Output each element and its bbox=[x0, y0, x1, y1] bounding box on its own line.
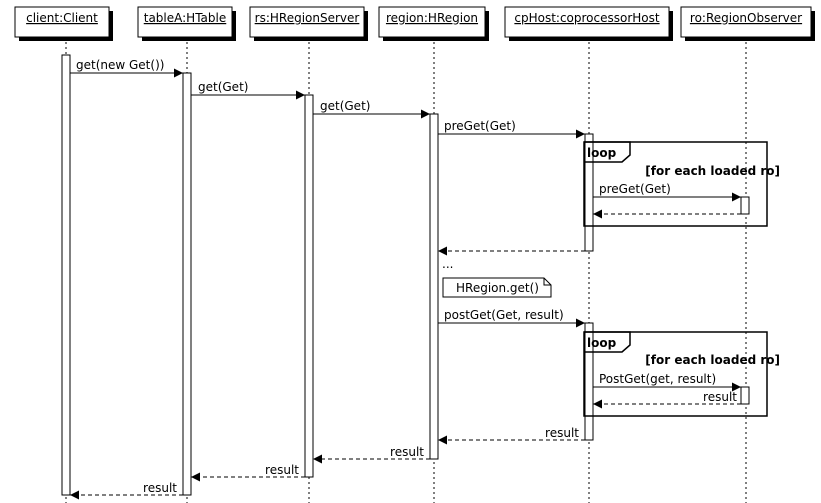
participant-label-client: client:Client bbox=[26, 11, 98, 25]
message-labels: get(new Get()) get(Get) get(Get) preGet(… bbox=[76, 58, 737, 495]
message-label: get(Get) bbox=[320, 99, 370, 113]
participant-ro: ro:RegionObserver bbox=[680, 6, 815, 41]
participant-label-tableA: tableA:HTable bbox=[144, 11, 227, 25]
participant-cpHost: cpHost:coprocessorHost bbox=[504, 6, 673, 41]
loop-fragment-2: loop [for each loaded ro] bbox=[583, 331, 780, 417]
loop-guard: [for each loaded ro] bbox=[645, 164, 780, 178]
return-label: result bbox=[545, 426, 579, 440]
activation-region bbox=[429, 113, 439, 460]
loop-keyword: loop bbox=[587, 146, 617, 160]
message-label: get(new Get()) bbox=[76, 58, 164, 72]
message-label: get(Get) bbox=[198, 80, 248, 94]
participant-rs: rs:HRegionServer bbox=[249, 6, 368, 41]
activation-tableA bbox=[182, 72, 192, 496]
activation-cpHost-2 bbox=[584, 322, 594, 441]
participant-label-region: region:HRegion bbox=[386, 11, 478, 25]
participant-label-rs: rs:HRegionServer bbox=[255, 11, 360, 25]
message-label: preGet(Get) bbox=[444, 119, 516, 133]
participant-tableA: tableA:HTable bbox=[137, 6, 236, 41]
note: HRegion.get() bbox=[442, 277, 552, 298]
loop-guard: [for each loaded ro] bbox=[645, 353, 780, 367]
return-label: result bbox=[390, 445, 424, 459]
activation-cpHost-1 bbox=[584, 133, 594, 252]
return-label: result bbox=[265, 463, 299, 477]
activations bbox=[61, 54, 750, 496]
participant-label-ro: ro:RegionObserver bbox=[690, 11, 802, 25]
ellipsis-text: ... bbox=[442, 257, 453, 271]
return-label: result bbox=[143, 481, 177, 495]
participant-label-cpHost: cpHost:coprocessorHost bbox=[514, 11, 660, 25]
activation-ro-2 bbox=[740, 386, 750, 405]
messages bbox=[70, 68, 741, 500]
note-text: HRegion.get() bbox=[456, 281, 539, 295]
loop-fragment-1: loop [for each loaded ro] bbox=[583, 141, 780, 227]
activation-ro-1 bbox=[740, 196, 750, 215]
message-label: preGet(Get) bbox=[599, 182, 671, 196]
loop-keyword: loop bbox=[587, 336, 617, 350]
activation-client bbox=[61, 54, 71, 496]
return-label: result bbox=[703, 390, 737, 404]
lifelines bbox=[65, 37, 747, 503]
message-label: PostGet(get, result) bbox=[599, 372, 716, 386]
participant-client: client:Client bbox=[14, 6, 113, 41]
participant-region: region:HRegion bbox=[378, 6, 489, 41]
activation-rs bbox=[304, 94, 314, 478]
message-label: postGet(Get, result) bbox=[444, 308, 564, 322]
